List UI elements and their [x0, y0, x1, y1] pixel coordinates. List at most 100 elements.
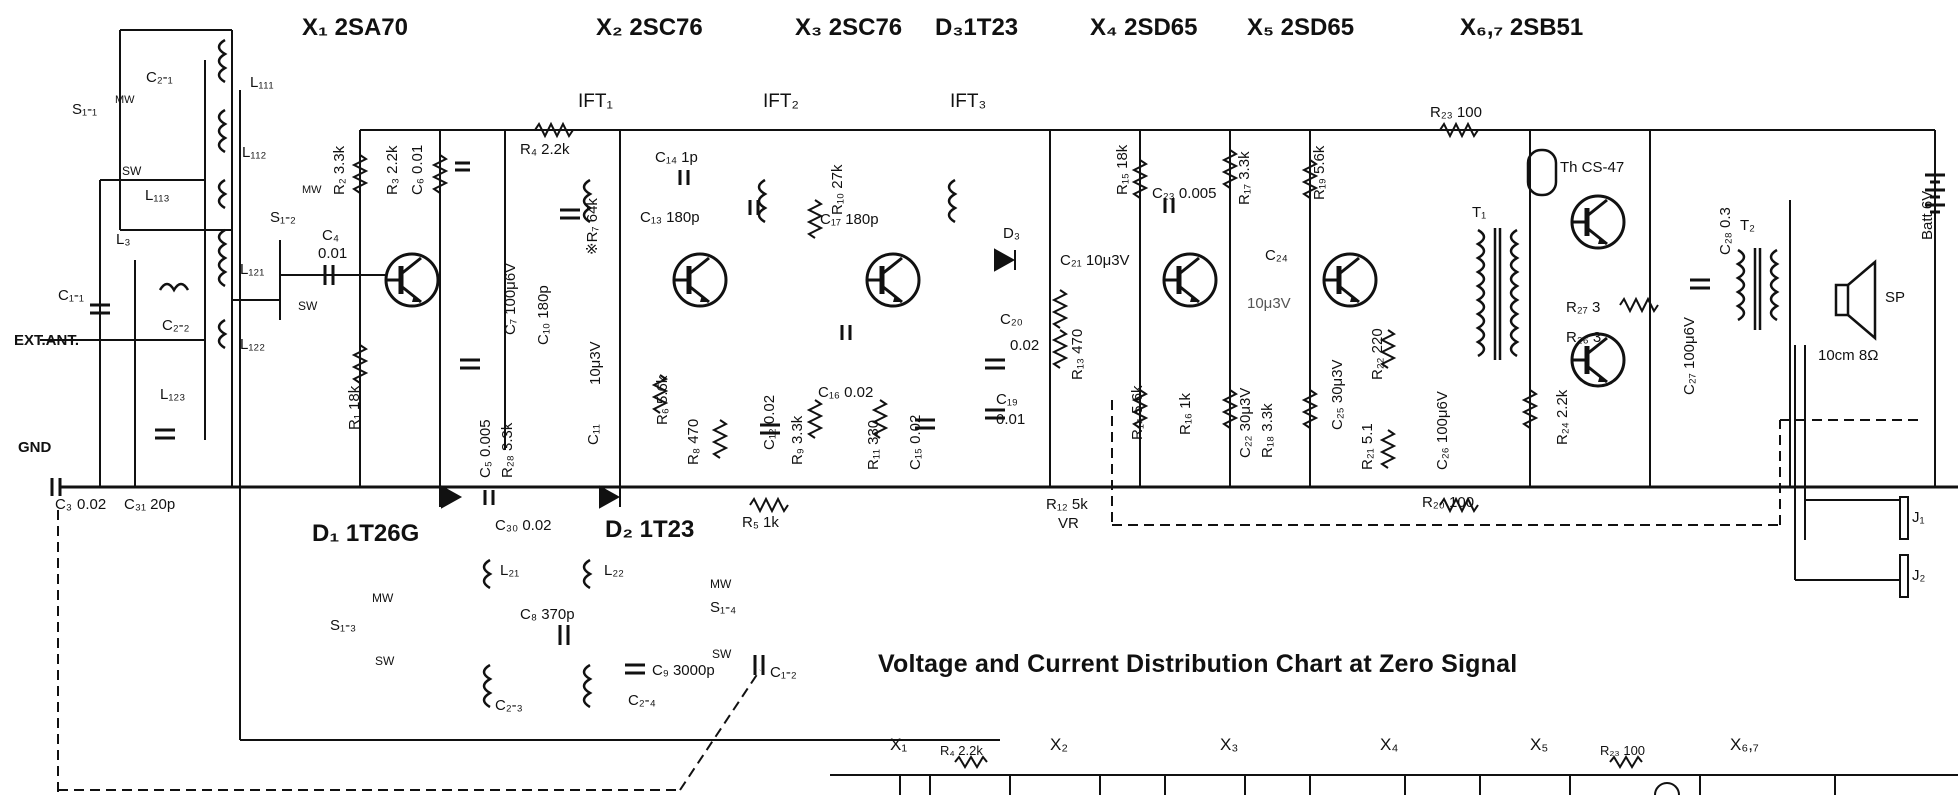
c22-label: C₂₂ 30μ3V — [1237, 387, 1254, 458]
c12-label: C₁₂ 0.02 — [761, 394, 778, 450]
transistor-x3 — [867, 254, 919, 306]
ift3-label: IFT₃ — [950, 91, 987, 112]
capacitors — [50, 161, 1710, 675]
t1-label: T₁ — [1472, 204, 1487, 221]
ift2-label: IFT₂ — [763, 91, 799, 112]
ift1-label: IFT₁ — [578, 91, 613, 112]
coil-set — [158, 38, 958, 709]
c14-label: C₁₄ 1p — [655, 149, 698, 166]
sw3-label: SW — [375, 654, 395, 668]
c8-label: C₈ 370p — [520, 606, 575, 623]
diode-d1-label: D₁ 1T26G — [312, 520, 420, 547]
c10-label: C₁₀ 180p — [535, 285, 552, 345]
c2-3-label: C₂-₃ — [495, 697, 523, 714]
r27-label: R₂₇ 3 — [1566, 299, 1601, 316]
chart-r23-label: R₂₃ 100 — [1600, 743, 1646, 758]
transformers — [1475, 228, 1780, 360]
s1-4-label: S₁-₄ — [710, 599, 737, 616]
jack-j2-label: J₂ — [1912, 567, 1926, 584]
r1-label: R₁ 18k — [346, 385, 363, 430]
s1-2-label: S₁-₂ — [270, 209, 296, 226]
r23-label: R₂₃ 100 — [1430, 104, 1482, 121]
mw3-label: MW — [372, 591, 394, 605]
r28-label: R₂₈ 3.3k — [499, 422, 516, 478]
c27-label: C₂₇ 100μ6V — [1681, 317, 1698, 395]
l111-label: L₁₁₁ — [250, 74, 274, 91]
transistor-x6 — [1572, 196, 1624, 248]
r11-label: R₁₁ 330 — [865, 419, 882, 470]
r13-label: R₁₃ 470 — [1069, 328, 1086, 380]
c2-1-label: C₂-₁ — [146, 69, 173, 86]
c7-label: C₇ 100μ6V — [502, 262, 519, 335]
c3-value: 0.02 — [77, 496, 107, 513]
c15-label: C₁₅ 0.02 — [907, 414, 924, 470]
chart-r4-label: R₄ 2.2k — [940, 743, 983, 758]
transistor-x5-label: X₅ 2SD65 — [1247, 14, 1355, 41]
r12-label: R₁₂ 5k — [1046, 496, 1088, 513]
sw1-label: SW — [122, 164, 142, 178]
c11-value: 10μ3V — [587, 341, 604, 385]
s1-1-label: S₁-₁ — [72, 101, 98, 118]
ext-ant-label: EXT.ANT. — [14, 332, 80, 349]
r18-label: R₁₈ 3.3k — [1259, 403, 1276, 458]
c11-label: C₁₁ — [585, 424, 602, 445]
c1-1-label: C₁-₁ — [58, 287, 84, 304]
r14-label: R₁₄ 5.6k — [1129, 385, 1146, 440]
c20-label: C₂₀ — [1000, 311, 1023, 328]
c21-label: C₂₁ 10μ3V — [1060, 252, 1130, 269]
r20-label: R₂₀ 100 — [1422, 494, 1475, 511]
sw2-label: SW — [298, 299, 318, 313]
chart-col-x4: X₄ — [1380, 735, 1399, 754]
l112-label: L₁₁₂ — [242, 144, 267, 161]
c3-label: C₃ — [55, 496, 72, 513]
transistor-x2 — [674, 254, 726, 306]
chart-col-x67: X₆,₇ — [1730, 735, 1759, 754]
r7-label: ※R₇ 64k — [584, 198, 601, 255]
mw1-label: MW — [115, 94, 135, 106]
chart-col-x2: X₂ — [1050, 735, 1068, 754]
rf-section-wiring — [40, 29, 1000, 741]
c23-label: C₂₃ 0.005 — [1152, 185, 1217, 202]
speaker-label: SP — [1885, 289, 1906, 306]
r10-label: R₁₀ 27k — [829, 164, 846, 215]
l22-label: L₂₂ — [604, 562, 624, 579]
r21-label: R₂₁ 5.1 — [1359, 423, 1376, 470]
r19-label: R₁₉ 5.6k — [1311, 145, 1328, 200]
diode-d3-heading: D₃1T23 — [935, 14, 1019, 41]
transistor-x3-label: X₃ 2SC76 — [795, 14, 903, 41]
r2-label: R₂ 3.3k — [331, 145, 348, 195]
c16-label: C₁₆ 0.02 — [818, 384, 874, 401]
l21-label: L₂₁ — [500, 562, 520, 579]
c2-2-label: C₂-₂ — [162, 317, 190, 334]
c4-value: 0.01 — [318, 245, 348, 262]
t2-label: T₂ — [1740, 217, 1755, 234]
c2-4-label: C₂-₄ — [628, 692, 656, 709]
r5-label: R₅ 1k — [742, 514, 779, 531]
c17-label: C₁₇ 180p — [820, 211, 879, 228]
c25-label: C₂₅ 30μ3V — [1329, 359, 1346, 430]
c19-value: 0.01 — [996, 411, 1026, 428]
c5-label: C₅ 0.005 — [477, 419, 494, 478]
c6-label: C₆ 0.01 — [409, 144, 426, 195]
r15-label: R₁₅ 18k — [1114, 144, 1131, 195]
r24-label: R₂₄ 2.2k — [1554, 389, 1571, 445]
r16-label: R₁₆ 1k — [1177, 393, 1194, 435]
chart-col-x3: X₃ — [1220, 735, 1239, 754]
distribution-chart-frame — [830, 755, 1958, 795]
transistor-x1 — [386, 254, 438, 306]
r22-label: R₂₂ 220 — [1369, 328, 1386, 380]
diode-d2-label: D₂ 1T23 — [605, 516, 695, 543]
transistor-x4 — [1164, 254, 1216, 306]
s1-3-label: S₁-₃ — [330, 617, 357, 634]
mw4-label: MW — [710, 577, 732, 591]
speaker-symbol — [1834, 259, 1877, 341]
battery-symbol — [1925, 173, 1945, 214]
transistor-x2-label: X₂ 2SC76 — [596, 14, 703, 41]
thermistor-label: Th CS-47 — [1560, 159, 1625, 176]
jack-wiring — [1794, 345, 1909, 598]
l3-label: L₃ — [116, 231, 131, 248]
jack-j1-label: J₁ — [1912, 509, 1925, 526]
gnd-label: GND — [18, 439, 52, 456]
c30-label: C₃₀ 0.02 — [495, 517, 552, 534]
c9-label: C₉ 3000p — [652, 662, 715, 679]
